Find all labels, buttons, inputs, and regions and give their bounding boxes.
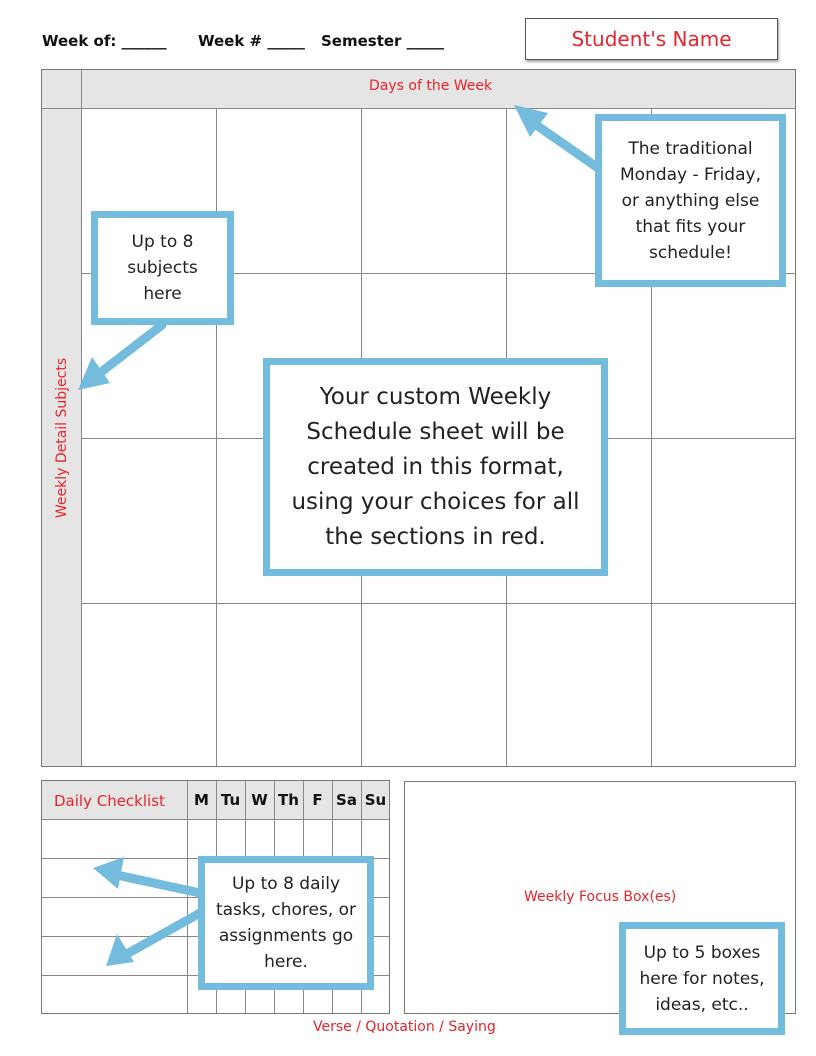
week-number-label: Week # _____: [198, 32, 305, 50]
checklist-day-su: Su: [364, 791, 387, 809]
callout-center: Your custom Weekly Schedule sheet will b…: [263, 358, 608, 576]
subjects-column-strip: [42, 70, 81, 766]
checklist-day-w: W: [251, 791, 268, 809]
checklist-day-sa: Sa: [336, 791, 357, 809]
checklist-day-th: Th: [278, 791, 299, 809]
days-header-strip: [42, 70, 795, 108]
semester-label: Semester _____: [321, 32, 445, 50]
callout-subjects: Up to 8 subjects here: [91, 211, 234, 325]
weekly-focus-label: Weekly Focus Box(es): [524, 889, 677, 905]
week-of-label: Week of: ______: [42, 32, 167, 50]
checklist-day-f: F: [312, 791, 323, 809]
checklist-day-tu: Tu: [220, 791, 241, 809]
daily-checklist-title: Daily Checklist: [54, 792, 165, 810]
weekly-focus-box: [404, 781, 796, 1014]
callout-boxes: Up to 5 boxes here for notes, ideas, etc…: [619, 922, 785, 1035]
verse-quotation-label: Verse / Quotation / Saying: [313, 1019, 496, 1035]
weekly-schedule-grid: [41, 69, 796, 767]
checklist-day-m: M: [194, 791, 209, 809]
callout-tasks: Up to 8 daily tasks, chores, or assignme…: [198, 856, 374, 990]
student-name-box: Student's Name: [525, 18, 778, 60]
callout-days: The traditional Monday - Friday, or anyt…: [595, 114, 786, 287]
days-of-week-label: Days of the Week: [369, 78, 493, 94]
